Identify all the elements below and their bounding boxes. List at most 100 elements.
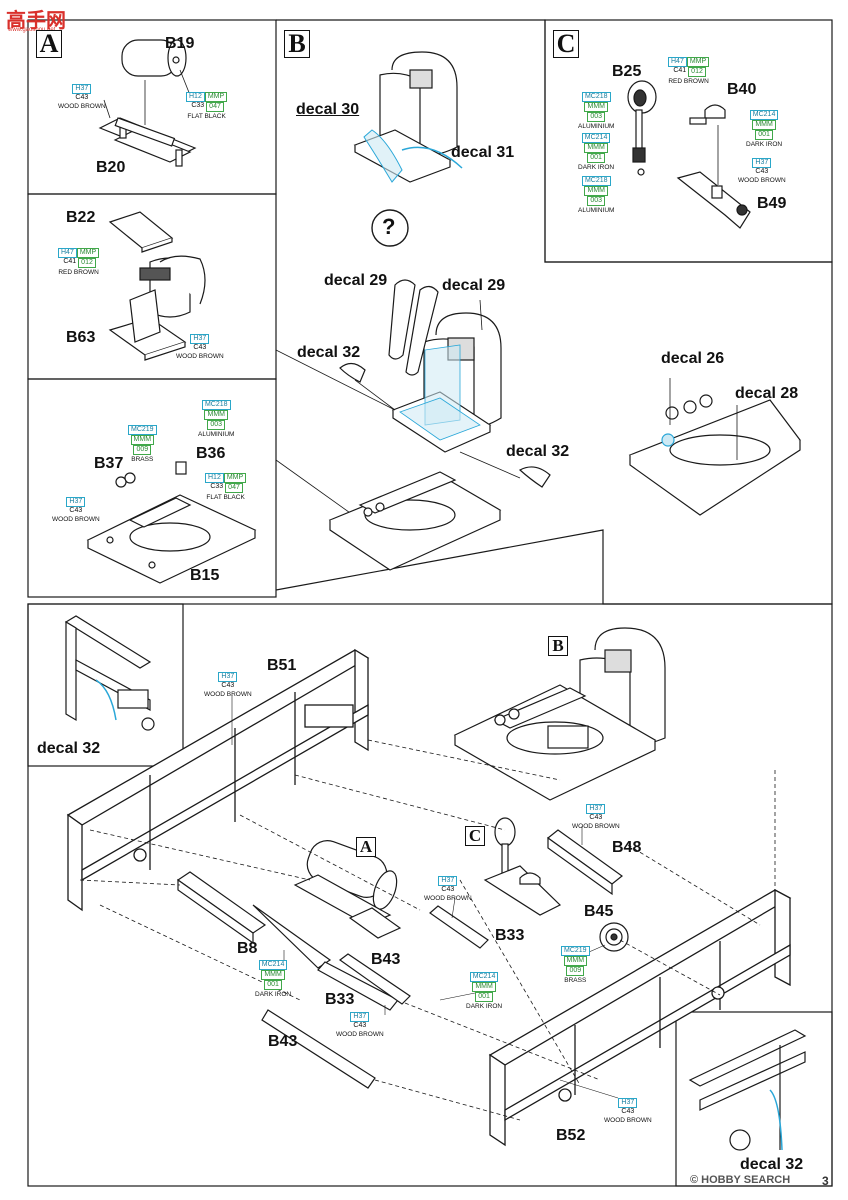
label-decal-31: decal 31 (451, 144, 515, 161)
paint-name: WOOD BROWN (336, 1031, 384, 1038)
paint-code-mmm: MMM (261, 970, 285, 980)
paint-name: RED BROWN (668, 78, 709, 85)
paint-name: DARK IRON (466, 1003, 503, 1010)
paint-name: WOOD BROWN (52, 516, 100, 523)
watermark-bottom: © HOBBY SEARCH (690, 1174, 791, 1186)
label-b40: B40 (727, 81, 757, 98)
inset-decal32b-drawing (688, 1029, 807, 1151)
part-b45-drawing (599, 922, 629, 952)
seat-base-drawing (328, 471, 502, 571)
label-decal-32-inset-b: decal 32 (740, 1156, 804, 1173)
label-b33-lower: B33 (325, 991, 355, 1008)
paint-name: WOOD BROWN (604, 1117, 652, 1124)
paint-code-mc: MC218 (581, 176, 611, 186)
assembly-a-tag: A (356, 837, 376, 857)
label-b52: B52 (556, 1127, 586, 1144)
paint-code-mc: MC218 (581, 92, 611, 102)
panel-c-frame (544, 19, 833, 263)
paint-code-num: 047 (225, 483, 243, 493)
paint-code-mmp: MMP (686, 57, 710, 67)
paint-name: BRASS (131, 456, 154, 463)
paint-code-c: C33 (191, 102, 205, 109)
label-b36: B36 (196, 445, 226, 462)
paint-code-mmm: MMM (584, 143, 608, 153)
paint-aluminium: MC218 MMM 003 ALUMINIUM (198, 400, 234, 439)
inset-decal32b-frame (675, 1011, 833, 1187)
paint-wood-brown: H37 C43 WOOD BROWN (572, 804, 620, 831)
paint-code-mc: MC219 (561, 946, 590, 956)
paint-code-c: C33 (210, 483, 224, 490)
label-decal-30: decal 30 (296, 101, 360, 118)
paint-dark-iron: MC214 MMM 001 DARK IRON (466, 972, 502, 1011)
paint-code-h: H37 (190, 334, 210, 344)
paint-name: FLAT BLACK (206, 494, 245, 501)
paint-code-mmp: MMP (223, 473, 247, 483)
paint-code-num: 012 (688, 67, 706, 77)
paint-name: ALUMINIUM (198, 431, 235, 438)
paint-code-c: C43 (75, 94, 89, 101)
seat-top-drawing (353, 51, 458, 183)
watermark-top: 高手网 (6, 10, 66, 32)
label-b20: B20 (96, 159, 126, 176)
assembly-c-tag: C (465, 826, 485, 846)
paint-code-h: H37 (618, 1098, 638, 1108)
part-b33a-drawing (429, 905, 489, 949)
paint-wood-brown: H37 C43 WOOD BROWN (58, 84, 106, 111)
paint-name: WOOD BROWN (204, 691, 252, 698)
paint-code-c: C43 (193, 344, 207, 351)
paint-code-mmp: MMP (76, 248, 100, 258)
paint-wood-brown: H37 C43 WOOD BROWN (738, 158, 786, 185)
question-mark: ? (382, 214, 396, 239)
label-b43-lower: B43 (268, 1033, 298, 1050)
paint-aluminium: MC218 MMM 003 ALUMINIUM (578, 92, 614, 131)
label-b37: B37 (94, 455, 124, 472)
seat-base-right-drawing (628, 394, 801, 516)
paint-code-mc: MC219 (128, 425, 157, 435)
paint-code-num: 012 (78, 258, 96, 268)
label-decal-28: decal 28 (735, 385, 799, 402)
label-b25: B25 (612, 63, 642, 80)
paint-wood-brown: H37 C43 WOOD BROWN (176, 334, 224, 361)
watermark-top-sub: www.gaoshou.net (8, 27, 56, 33)
paint-code-mmm: MMM (584, 186, 608, 196)
part-b15-drawing (86, 461, 257, 584)
paint-code-mc: MC218 (201, 400, 231, 410)
part-b8-drawing (176, 871, 267, 934)
paint-code-h: H37 (586, 804, 606, 814)
paint-name: ALUMINIUM (578, 123, 615, 130)
paint-code-num: 009 (566, 966, 585, 976)
paint-wood-brown: H37 C43 WOOD BROWN (204, 672, 252, 699)
paint-code-h: H47 (58, 248, 77, 258)
part-b20-drawing (98, 117, 197, 167)
label-decal-32-right: decal 32 (506, 443, 570, 460)
paint-code-mmm: MMM (130, 435, 155, 445)
paint-code-mmm: MMM (472, 982, 496, 992)
part-b25-drawing (627, 80, 657, 176)
paint-name: WOOD BROWN (176, 353, 224, 360)
paint-code-h: H37 (438, 876, 458, 886)
label-b22: B22 (66, 209, 96, 226)
paint-code-num: 009 (133, 445, 152, 455)
chassis-frame-drawing (66, 648, 792, 1147)
paint-brass: MC219 MMM 009 BRASS (128, 425, 157, 464)
paint-wood-brown: H37 C43 WOOD BROWN (336, 1012, 384, 1039)
paint-code-mmp: MMP (204, 92, 228, 102)
paint-code-mc: MC214 (469, 972, 499, 982)
paint-code-num: 001 (475, 992, 493, 1002)
paint-code-h: H12 (205, 473, 224, 483)
assembly-c-drawing (483, 817, 562, 916)
paint-code-num: 003 (587, 196, 606, 206)
paint-code-h: H12 (186, 92, 205, 102)
label-b49: B49 (757, 195, 787, 212)
paint-code-h: H37 (752, 158, 772, 168)
label-decal-29-right: decal 29 (442, 277, 506, 294)
paint-code-num: 001 (587, 153, 605, 163)
label-decal-32-inset: decal 32 (37, 740, 101, 757)
paint-code-c: C43 (589, 814, 603, 821)
paint-name: DARK IRON (578, 164, 615, 171)
paint-name: WOOD BROWN (424, 895, 472, 902)
